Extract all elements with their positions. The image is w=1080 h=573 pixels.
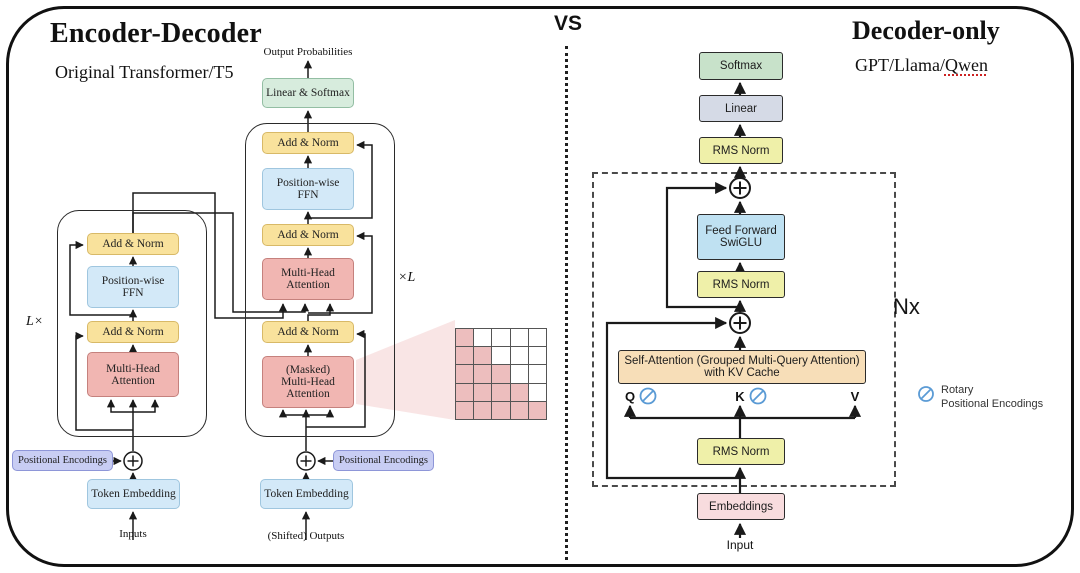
output-probabilities-label: Output Probabilities — [263, 46, 353, 58]
mask-cell — [474, 383, 492, 401]
rotary-legend: Rotary Positional Encodings — [941, 383, 1043, 412]
encoder-ffn-box: Position-wise FFN — [87, 266, 179, 308]
inputs-label: Inputs — [119, 528, 147, 540]
decoder-add-norm-2: Add & Norm — [262, 224, 354, 246]
decoder-loop-label: ×L — [398, 270, 416, 285]
mask-callout-cone — [356, 320, 455, 420]
left-title: Encoder-Decoder — [50, 18, 262, 49]
mask-cell — [456, 383, 474, 401]
encoder-multi-head-attention-box: Multi-Head Attention — [87, 352, 179, 397]
linear-box: Linear — [699, 95, 783, 122]
mask-cell — [492, 329, 510, 347]
mask-cell — [492, 365, 510, 383]
input-label: Input — [726, 538, 754, 552]
mask-cell — [474, 347, 492, 365]
feed-forward-swiglu-box: Feed Forward SwiGLU — [697, 214, 785, 260]
right-title: Decoder-only — [852, 16, 1000, 45]
right-subtitle-qwen: Qwen — [944, 55, 988, 75]
self-attention-line1: Self-Attention (Grouped Multi-Query Atte… — [624, 355, 860, 367]
mask-cell — [510, 365, 528, 383]
right-panel-wires — [605, 81, 862, 538]
rms-norm-top-box: RMS Norm — [699, 137, 783, 164]
token-embedding-right: Token Embedding — [260, 479, 353, 509]
rms-norm-bottom-box: RMS Norm — [697, 438, 785, 465]
rotary-legend-line2: Positional Encodings — [941, 398, 1044, 411]
positional-encodings-left: Positional Encodings — [12, 450, 113, 471]
token-embedding-left: Token Embedding — [87, 479, 180, 509]
mask-cell — [528, 383, 546, 401]
right-subtitle-models: GPT/Llama/ — [855, 55, 945, 75]
mask-cell — [474, 365, 492, 383]
decoder-loop-rect — [245, 123, 395, 437]
nx-loop-label: Nx — [893, 294, 920, 319]
rotary-icon-q — [639, 387, 657, 405]
key-label: K — [735, 389, 745, 404]
shifted-outputs-label: (Shifted) Outputs — [267, 530, 345, 542]
query-label: Q — [624, 389, 636, 404]
masked-multi-head-attention-box: (Masked) Multi-Head Attention — [262, 356, 354, 408]
mask-cell — [510, 401, 528, 419]
decoder-add-norm-1: Add & Norm — [262, 132, 354, 154]
value-label: V — [850, 389, 860, 404]
positional-encodings-right: Positional Encodings — [333, 450, 434, 471]
left-add-symbols — [123, 451, 316, 471]
right-add-symbols — [729, 177, 751, 334]
rotary-icons — [639, 386, 934, 405]
decoder-add-norm-3: Add & Norm — [262, 321, 354, 343]
vertical-dotted-divider — [565, 46, 568, 560]
encoder-add-norm-1: Add & Norm — [87, 233, 179, 255]
mask-cell — [528, 365, 546, 383]
mask-cell — [510, 383, 528, 401]
decoder-ffn-box: Position-wise FFN — [262, 168, 354, 210]
encoder-loop-rect — [57, 210, 207, 437]
left-panel-wires — [69, 60, 373, 540]
mask-cell — [456, 365, 474, 383]
mask-cell — [528, 401, 546, 419]
mask-cell — [456, 329, 474, 347]
softmax-box: Softmax — [699, 52, 783, 80]
encoder-add-norm-2: Add & Norm — [87, 321, 179, 343]
embeddings-box: Embeddings — [697, 493, 785, 520]
self-attention-box: Self-Attention (Grouped Multi-Query Atte… — [618, 350, 866, 384]
mask-cell — [528, 347, 546, 365]
mask-cell — [492, 401, 510, 419]
left-subtitle: Original Transformer/T5 — [55, 62, 234, 82]
rotary-icon-k — [749, 387, 767, 405]
mask-cell — [474, 329, 492, 347]
right-subtitle: GPT/Llama/Qwen — [855, 55, 988, 76]
mask-cell — [528, 329, 546, 347]
mask-cell — [510, 329, 528, 347]
self-attention-line2: with KV Cache — [704, 367, 780, 379]
mask-cell — [456, 401, 474, 419]
mask-cell — [474, 401, 492, 419]
mask-cell — [492, 383, 510, 401]
rotary-legend-line1: Rotary — [941, 384, 974, 396]
mask-cell — [456, 347, 474, 365]
rms-norm-mid-box: RMS Norm — [697, 271, 785, 298]
causal-mask-grid — [455, 328, 547, 420]
encoder-loop-label: L× — [26, 314, 44, 329]
rotary-icon-legend — [918, 386, 934, 402]
linear-softmax-box: Linear & Softmax — [262, 78, 354, 108]
decoder-cross-attention-box: Multi-Head Attention — [262, 258, 354, 300]
mask-cell — [510, 347, 528, 365]
vs-label: VS — [553, 12, 582, 35]
mask-cell — [492, 347, 510, 365]
